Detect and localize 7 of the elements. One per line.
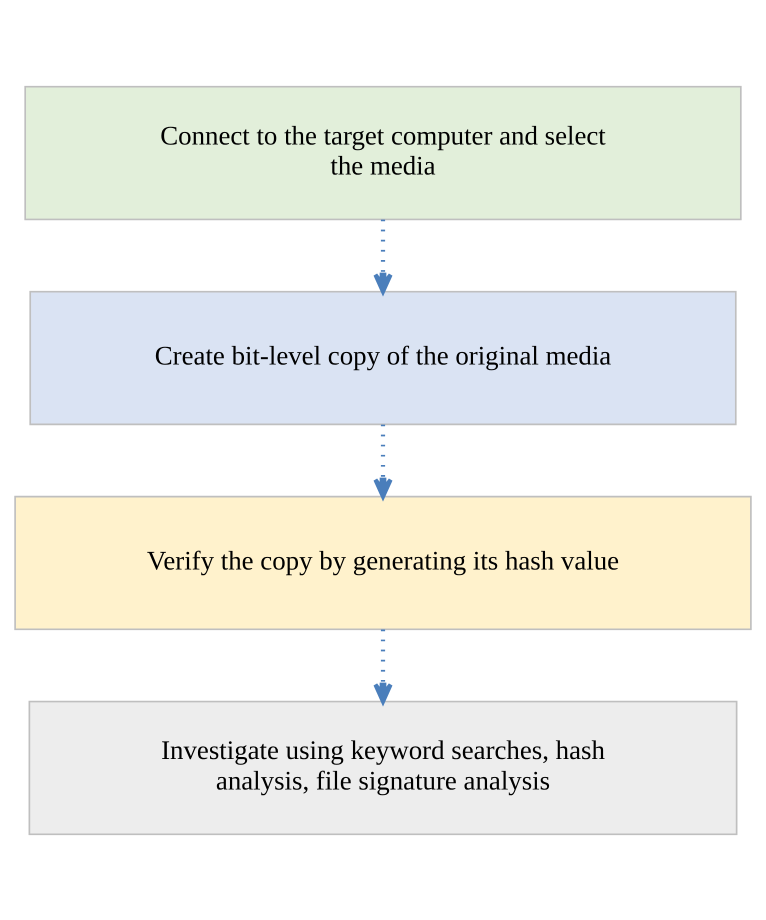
node-box: Verify the copy by generating its hash value — [14, 495, 752, 630]
node-box: Investigate using keyword searches, hash analysis, file signature analysis — [28, 700, 738, 835]
arrow — [373, 629, 393, 704]
node-box: Connect to the target computer and select the media — [24, 85, 742, 220]
arrow — [373, 424, 393, 498]
arrow — [373, 219, 393, 294]
node-box: Create bit-level copy of the original media — [29, 290, 737, 425]
